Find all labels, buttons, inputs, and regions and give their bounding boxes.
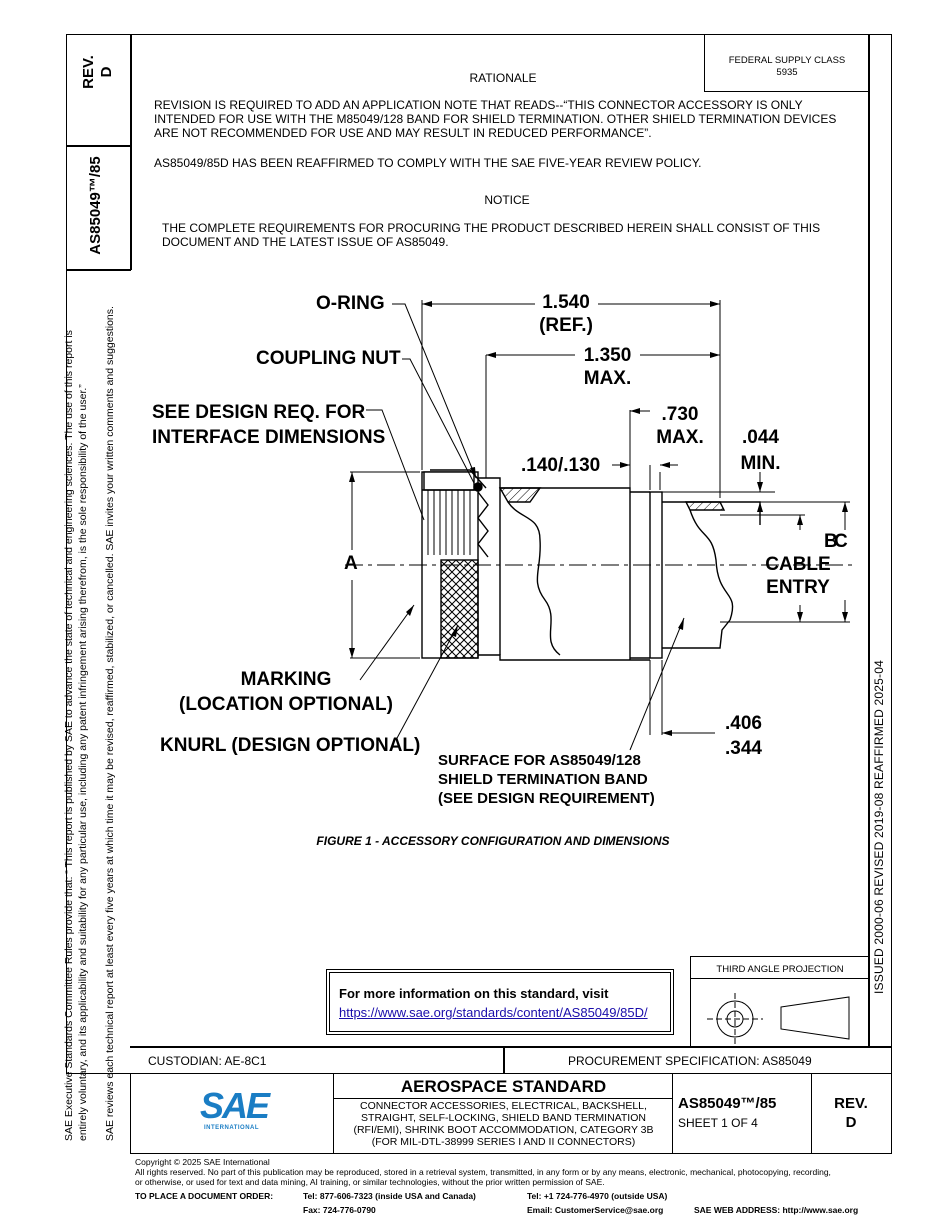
title-line4: (FOR MIL-DTL-38999 SERIES I AND II CONNE… bbox=[371, 1136, 636, 1148]
supply-class-label: FEDERAL SUPPLY CLASS bbox=[728, 55, 846, 66]
footer-copyright: Copyright © 2025 SAE International bbox=[135, 1157, 270, 1167]
info-text: For more information on this standard, v… bbox=[339, 986, 609, 1001]
footer-tel-outside: Tel: +1 724-776-4970 (outside USA) bbox=[527, 1191, 668, 1201]
title-line3: (RFI/EMI), SHRINK BOOT ACCOMMODATION, CA… bbox=[353, 1124, 654, 1136]
dim-730-value: .730 bbox=[661, 404, 699, 425]
dim-1350-value: 1.350 bbox=[583, 345, 632, 366]
rationale-paragraph: REVISION IS REQUIRED TO ADD AN APPLICATI… bbox=[154, 98, 837, 140]
accessory-drawing bbox=[345, 300, 855, 751]
label-o-ring: O-RING bbox=[316, 293, 385, 314]
dim-406-value: .406 bbox=[725, 713, 762, 734]
dim-1350-max: MAX. bbox=[583, 368, 632, 389]
dim-730-max: MAX. bbox=[656, 427, 704, 448]
dim-044-value: .044 bbox=[742, 427, 779, 448]
dim-1540: 1.540 (REF.) bbox=[535, 291, 597, 337]
label-surface-line3: (SEE DESIGN REQUIREMENT) bbox=[438, 790, 655, 807]
supply-class-box: FEDERAL SUPPLY CLASS 5935 bbox=[704, 34, 869, 92]
notice-heading: NOTICE bbox=[484, 193, 530, 207]
dim-140: .140/.130 bbox=[521, 455, 601, 476]
dim-044-min: MIN. bbox=[740, 453, 781, 474]
custodian: CUSTODIAN: AE-8C1 bbox=[148, 1054, 267, 1068]
label-cable-line2: ENTRY bbox=[766, 577, 830, 598]
label-see-design-line1: SEE DESIGN REQ. FOR bbox=[152, 402, 366, 423]
figure-caption: FIGURE 1 - ACCESSORY CONFIGURATION AND D… bbox=[316, 834, 670, 848]
footer-email[interactable]: Email: CustomerService@sae.org bbox=[527, 1205, 664, 1215]
label-marking: MARKING (LOCATION OPTIONAL) bbox=[176, 667, 396, 717]
standard-title: CONNECTOR ACCESSORIES, ELECTRICAL, BACKS… bbox=[334, 1100, 673, 1148]
custodian-divider bbox=[503, 1046, 505, 1074]
label-surface-line2: SHIELD TERMINATION BAND bbox=[438, 771, 648, 788]
right-strip-divider bbox=[868, 34, 870, 1046]
title-block-top bbox=[130, 1046, 892, 1048]
reaffirm-paragraph: AS85049/85D HAS BEEN REAFFIRMED TO COMPL… bbox=[154, 156, 702, 170]
title-rev-value: D bbox=[845, 1114, 857, 1131]
left-box-divider bbox=[66, 145, 131, 147]
label-c-text: C bbox=[834, 531, 848, 552]
dim-344-value: .344 bbox=[725, 738, 762, 759]
sae-logo-sub: INTERNATIONAL bbox=[204, 1125, 260, 1131]
supply-class-value: 5935 bbox=[776, 67, 798, 78]
footer-order-label: TO PLACE A DOCUMENT ORDER: bbox=[135, 1191, 274, 1201]
label-cable-entry: CABLE ENTRY bbox=[762, 553, 834, 599]
notice-paragraph: THE COMPLETE REQUIREMENTS FOR PROCURING … bbox=[162, 221, 821, 249]
title-line2: STRAIGHT, SELF-LOCKING, SHIELD BAND TERM… bbox=[361, 1112, 646, 1124]
label-c: C bbox=[834, 531, 848, 553]
projection-symbol bbox=[707, 993, 850, 1045]
label-see-design-line2: INTERFACE DIMENSIONS bbox=[152, 427, 386, 448]
footer-tel-usa: Tel: 877-606-7323 (inside USA and Canada… bbox=[303, 1191, 476, 1201]
title-rev-label: REV. bbox=[834, 1095, 868, 1112]
title-line1: CONNECTOR ACCESSORIES, ELECTRICAL, BACKS… bbox=[360, 1100, 647, 1112]
sae-logo: SAE INTERNATIONAL bbox=[200, 1085, 270, 1135]
dim-1350: 1.350 MAX. bbox=[575, 344, 640, 390]
info-box: For more information on this standard, v… bbox=[326, 969, 674, 1035]
dim-1540-ref: (REF.) bbox=[539, 315, 593, 336]
title-block bbox=[130, 1073, 892, 1154]
label-coupling-nut: COUPLING NUT bbox=[256, 348, 401, 369]
left-box-bottom bbox=[66, 269, 131, 271]
dim-406: .406 .344 bbox=[725, 711, 762, 761]
dim-1540-value: 1.540 bbox=[542, 292, 590, 313]
footer-fax: Fax: 724-776-0790 bbox=[303, 1205, 376, 1215]
left-column-divider bbox=[130, 34, 132, 270]
footer-rights-1: All rights reserved. No part of this pub… bbox=[135, 1167, 831, 1177]
rationale-heading: RATIONALE bbox=[469, 71, 537, 85]
sheet-number: SHEET 1 OF 4 bbox=[678, 1116, 758, 1130]
label-marking-line2: (LOCATION OPTIONAL) bbox=[179, 694, 393, 715]
dim-730: .730 MAX. bbox=[650, 403, 710, 449]
footer-rights-2: or otherwise, or used for text and data … bbox=[135, 1177, 605, 1187]
title-rev: REV. D bbox=[811, 1094, 891, 1132]
label-cable-line1: CABLE bbox=[765, 554, 831, 575]
label-surface: SURFACE FOR AS85049/128 SHIELD TERMINATI… bbox=[438, 751, 655, 808]
label-marking-line1: MARKING bbox=[240, 669, 332, 690]
dim-044: .044 MIN. bbox=[733, 425, 788, 477]
info-link[interactable]: https://www.sae.org/standards/content/AS… bbox=[339, 1005, 648, 1020]
procurement-spec: PROCUREMENT SPECIFICATION: AS85049 bbox=[568, 1054, 812, 1068]
label-a: A bbox=[344, 553, 358, 574]
label-see-design: SEE DESIGN REQ. FOR INTERFACE DIMENSIONS bbox=[152, 400, 385, 450]
label-surface-line1: SURFACE FOR AS85049/128 bbox=[438, 752, 641, 769]
label-knurl: KNURL (DESIGN OPTIONAL) bbox=[160, 735, 421, 756]
projection-label: THIRD ANGLE PROJECTION bbox=[716, 964, 844, 975]
sae-logo-text: SAE bbox=[200, 1085, 270, 1126]
title-doc-number: AS85049™/85 bbox=[678, 1095, 777, 1112]
label-b: B bbox=[824, 531, 838, 552]
standard-type: AEROSPACE STANDARD bbox=[400, 1077, 607, 1096]
footer-web[interactable]: SAE WEB ADDRESS: http://www.sae.org bbox=[694, 1205, 859, 1215]
footer: Copyright © 2025 SAE International All r… bbox=[135, 1157, 915, 1187]
projection-box: THIRD ANGLE PROJECTION bbox=[690, 956, 869, 1047]
knurl-pattern bbox=[440, 559, 479, 659]
